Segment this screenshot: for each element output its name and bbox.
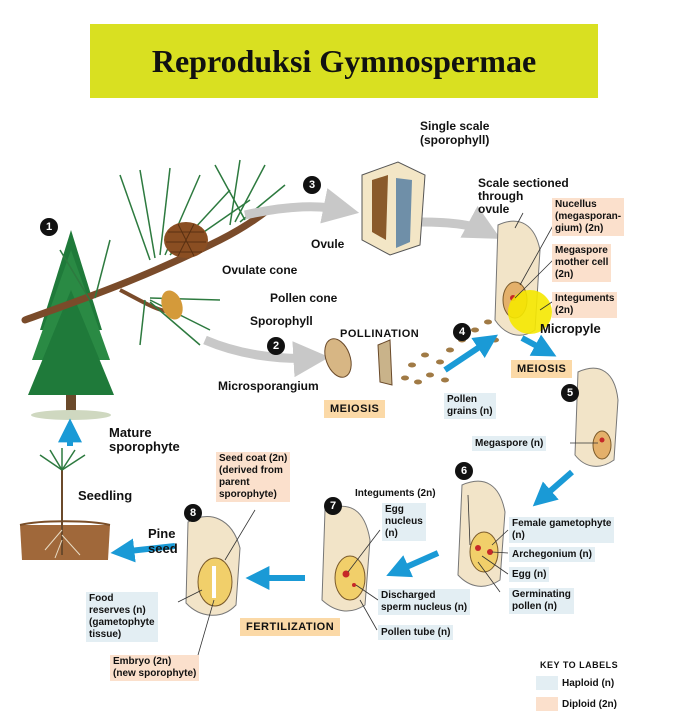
megaspore-label: Megaspore (n)	[472, 436, 547, 451]
step-8-badge: 8	[184, 504, 202, 522]
nucellus-line-3: gium) (2n)	[555, 223, 604, 234]
key-diploid-swatch	[536, 697, 558, 711]
pollen-tube-label: Pollen tube (n)	[378, 625, 454, 640]
seedling-label: Seedling	[78, 488, 133, 503]
female-gametophyte-label: Female gametophyte (n)	[509, 517, 615, 543]
ovule-label: Ovule	[311, 237, 345, 251]
step-4-badge: 4	[453, 323, 471, 341]
nucellus-line-2: (megasporan-	[555, 211, 622, 222]
discharged-line-1: Discharged	[381, 590, 436, 601]
egg-label: Egg (n)	[509, 567, 550, 582]
fertilization-badge: FERTILIZATION	[240, 618, 341, 636]
microsporangium-label: Microsporangium	[218, 379, 319, 393]
micropyle-label: Micropyle	[540, 321, 601, 336]
integuments-mid-label: Integuments (2n)	[355, 488, 436, 499]
seed-coat-line-1: Seed coat (2n)	[219, 453, 288, 464]
scale-sectioned-label-2: through	[478, 189, 524, 203]
key-diploid-label: Diploid (2n)	[562, 699, 617, 710]
mature-sporophyte-label-1: Mature	[109, 425, 152, 440]
discharged-line-2: sperm nucleus (n)	[381, 602, 468, 613]
discharged-sperm-label: Discharged sperm nucleus (n)	[378, 589, 471, 615]
food-reserves-line-1: Food	[89, 593, 114, 604]
integuments-top-line-2: (2n)	[555, 305, 574, 316]
ovule-megaspore	[574, 367, 619, 467]
scale-sectioned-label-1: Scale sectioned	[478, 176, 569, 190]
mature-sporophyte-tree	[28, 230, 114, 420]
step-6-badge: 6	[455, 462, 473, 480]
germinating-pollen-label: Germinating pollen (n)	[509, 588, 574, 614]
megaspore-mother-cell-label: Megaspore mother cell (2n)	[552, 244, 612, 282]
key-title: KEY TO LABELS	[540, 660, 619, 670]
integuments-top-label: Integuments (2n)	[552, 292, 618, 318]
seed-coat-line-3: parent	[219, 477, 250, 488]
food-reserves-line-3: (gametophyte	[89, 617, 155, 628]
food-reserves-line-4: tissue)	[89, 629, 122, 640]
meiosis-badge-2: MEIOSIS	[511, 360, 573, 378]
step-3-badge: 3	[303, 176, 321, 194]
key-haploid-swatch	[536, 676, 558, 690]
integuments-top-line-1: Integuments	[555, 293, 615, 304]
mature-sporophyte-label-2: sporophyte	[109, 439, 180, 454]
sporophyll-paren-label: (sporophyll)	[420, 133, 490, 147]
nucellus-label: Nucellus (megasporan- gium) (2n)	[552, 198, 625, 236]
step-5-badge: 5	[561, 384, 579, 402]
seed-coat-line-4: sporophyte)	[219, 489, 277, 500]
step-2-badge: 2	[267, 337, 285, 355]
meiosis-badge-1: MEIOSIS	[324, 400, 386, 418]
page-title: Reproduksi Gymnospermae	[151, 42, 537, 79]
female-gametophyte-line-1: Female gametophyte	[512, 518, 612, 529]
megaspore-mc-line-3: (2n)	[555, 269, 574, 280]
pollen-grains-line-2: grains (n)	[447, 406, 493, 417]
pollen-grains-label: Pollen grains (n)	[444, 393, 496, 419]
archegonium-label: Archegonium (n)	[509, 547, 595, 562]
pollen-cone-label: Pollen cone	[270, 291, 338, 305]
pollen-grains-line-1: Pollen	[447, 394, 478, 405]
germinating-pollen-line-1: Germinating	[512, 589, 571, 600]
pine-branch	[21, 159, 286, 346]
step-7-badge: 7	[324, 497, 342, 515]
pine-seed-label-1: Pine	[148, 526, 176, 541]
scale-sectioned-label-3: ovule	[478, 202, 510, 216]
egg-nucleus-line-3: (n)	[385, 528, 398, 539]
pine-seed-label-2: seed	[148, 541, 178, 556]
seed-coat-label: Seed coat (2n) (derived from parent spor…	[216, 452, 291, 502]
step-1-badge: 1	[40, 218, 58, 236]
embryo-label: Embryo (2n) (new sporophyte)	[110, 655, 200, 681]
egg-nucleus-line-2: nucleus	[385, 516, 423, 527]
ovule-female-gametophyte	[457, 480, 506, 587]
single-scale-drawing	[361, 161, 426, 256]
pine-seed-drawing	[185, 516, 241, 616]
microsporangium-drawing	[324, 338, 393, 386]
egg-nucleus-line-1: Egg	[385, 504, 404, 515]
seed-coat-line-2: (derived from	[219, 465, 283, 476]
embryo-line-2: (new sporophyte)	[113, 668, 197, 679]
female-gametophyte-line-2: (n)	[512, 530, 525, 541]
megaspore-mc-line-2: mother cell	[555, 257, 609, 268]
embryo-line-1: Embryo (2n)	[113, 656, 172, 667]
germinating-pollen-line-2: pollen (n)	[512, 601, 557, 612]
nucellus-line-1: Nucellus	[555, 199, 597, 210]
title-banner: Reproduksi Gymnospermae	[90, 24, 598, 98]
megaspore-mc-line-1: Megaspore	[555, 245, 608, 256]
ovulate-cone-label: Ovulate cone	[222, 263, 298, 277]
egg-nucleus-label: Egg nucleus (n)	[382, 503, 426, 541]
scale-sectioned-ovule	[494, 220, 552, 336]
ovule-fertilization	[321, 505, 371, 612]
key-haploid-label: Haploid (n)	[562, 678, 615, 689]
single-scale-label: Single scale	[420, 119, 490, 133]
pollination-label: POLLINATION	[340, 328, 420, 340]
seedling-drawing	[19, 448, 111, 560]
food-reserves-line-2: reserves (n)	[89, 605, 146, 616]
food-reserves-label: Food reserves (n) (gametophyte tissue)	[86, 592, 158, 642]
sporophyll-label: Sporophyll	[250, 314, 313, 328]
